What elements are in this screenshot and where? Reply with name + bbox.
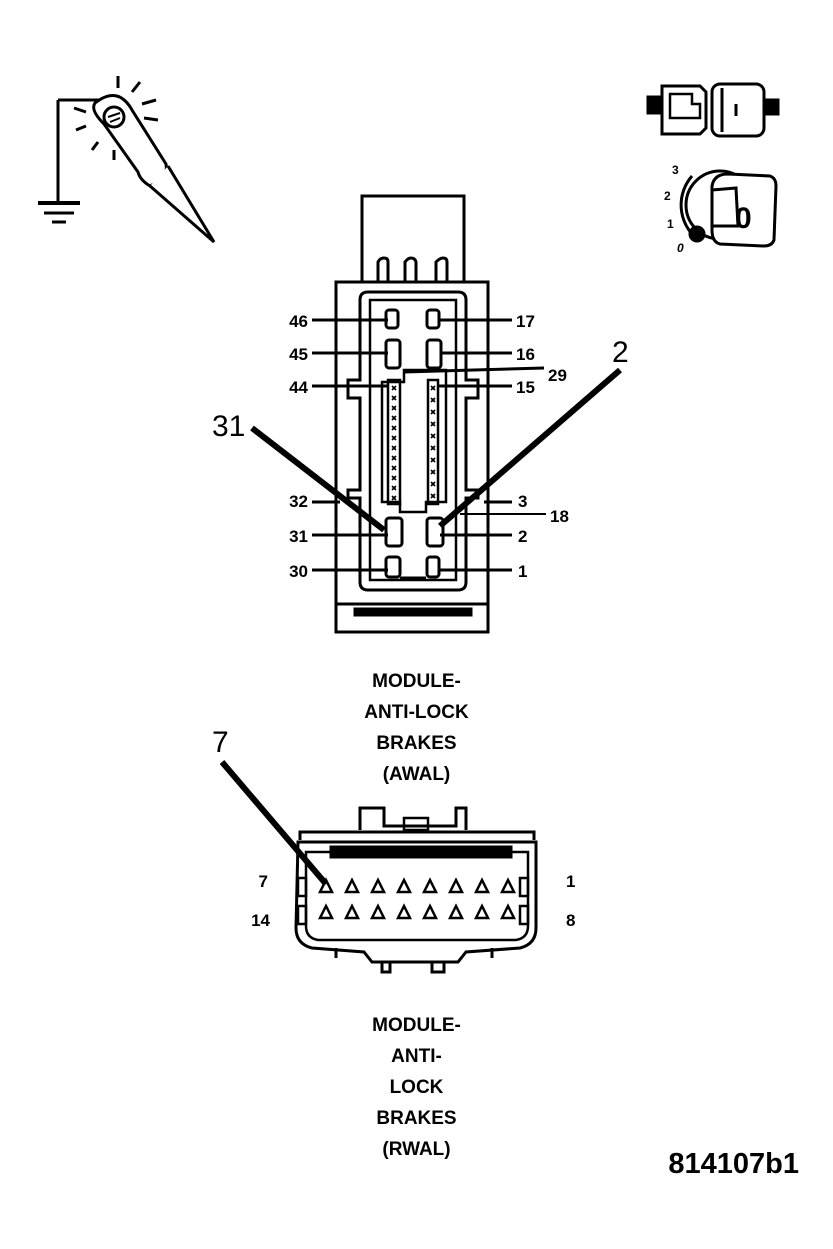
callout-7: 7 (212, 726, 229, 759)
connector-icon (646, 82, 780, 138)
awal-caption-line: BRAKES (376, 733, 457, 754)
rwal-caption-line: (RWAL) (382, 1139, 451, 1160)
awal-caption-line: (AWAL) (382, 764, 451, 785)
pin-label-31: 31 (289, 527, 308, 546)
rwal-pin-label-7: 7 (259, 872, 268, 891)
pin-label-2: 2 (518, 527, 527, 546)
rwal-caption-line: ANTI- (391, 1046, 442, 1067)
pin-label-30: 30 (289, 562, 308, 581)
awal-pin-labels: 46 45 44 32 31 30 17 16 29 15 3 18 2 1 3… (212, 312, 629, 581)
pin-label-44: 44 (289, 378, 308, 397)
awal-caption-line: ANTI-LOCK (364, 702, 469, 723)
ignition-pos-0: 0 (677, 241, 684, 255)
pin-label-18: 18 (550, 507, 569, 526)
pin-label-46: 46 (289, 312, 308, 331)
pin-label-45: 45 (289, 345, 308, 364)
rwal-caption: MODULE- ANTI- LOCK BRAKES (RWAL) (0, 1010, 833, 1165)
rwal-pin-labels: 7 14 1 8 7 (212, 726, 575, 930)
figure-id: 814107b1 (668, 1148, 799, 1180)
ignition-key-icon: 0 3 2 1 0 (664, 163, 778, 255)
ignition-pos-2: 2 (664, 189, 671, 203)
rwal-connector (219, 760, 538, 974)
rwal-pin-label-1: 1 (566, 872, 575, 891)
pin-label-15: 15 (516, 378, 535, 397)
awal-connector (250, 194, 622, 634)
pin-label-17: 17 (516, 312, 535, 331)
awal-caption: MODULE- ANTI-LOCK BRAKES (AWAL) (0, 666, 833, 790)
callout-2: 2 (612, 336, 629, 369)
rwal-pin-label-14: 14 (251, 911, 270, 930)
pin-label-29: 29 (548, 366, 567, 385)
callout-31: 31 (212, 410, 245, 443)
rwal-caption-line: LOCK (389, 1077, 444, 1098)
ignition-pos-3: 3 (672, 163, 679, 177)
rwal-pin-label-8: 8 (566, 911, 575, 930)
awal-caption-line: MODULE- (372, 671, 461, 692)
ignition-pos-1: 1 (667, 217, 674, 231)
pin-label-16: 16 (516, 345, 535, 364)
pin-label-1: 1 (518, 562, 527, 581)
pin-label-3: 3 (518, 492, 527, 511)
pin-label-32: 32 (289, 492, 308, 511)
key-position-label: 0 (735, 202, 752, 235)
rwal-caption-line: BRAKES (376, 1108, 457, 1129)
rwal-caption-line: MODULE- (372, 1015, 461, 1036)
ground-probe-icon (38, 76, 216, 244)
